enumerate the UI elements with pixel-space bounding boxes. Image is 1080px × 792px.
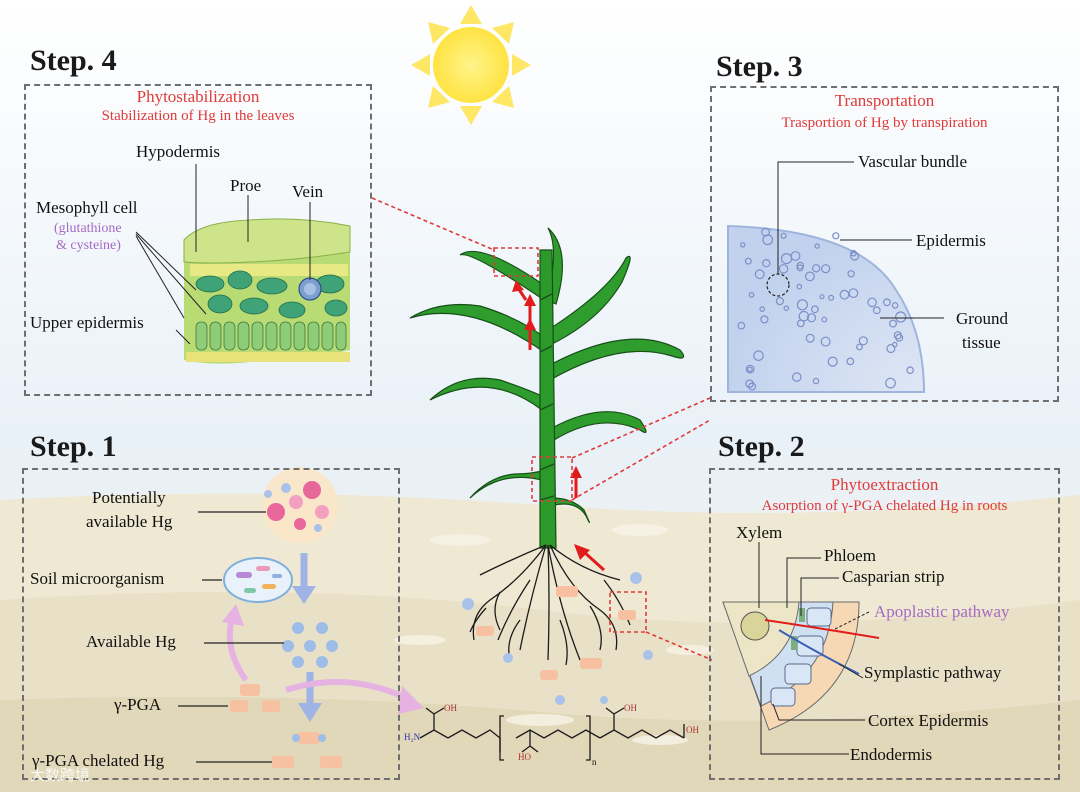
label-hypodermis: Hypodermis <box>136 142 221 161</box>
label-proe: Proe <box>230 176 262 195</box>
chelated-hg-blocks <box>272 732 342 768</box>
watermark: 大数跨境 <box>30 767 91 784</box>
label-pga: γ-PGA <box>114 695 162 714</box>
chem-oh-1: OH <box>444 703 457 713</box>
label-phloem: Phloem <box>824 546 876 565</box>
step4-panel <box>24 84 372 396</box>
process-flow-arrows <box>222 553 424 722</box>
step1-panel <box>22 468 400 780</box>
transportation-subtitle: Trasportion of Hg by transpiration <box>781 115 988 131</box>
label-potentially: Potentially <box>92 488 166 507</box>
step1-leader-lines <box>178 511 284 763</box>
transportation-title: Transportation <box>834 91 935 110</box>
soil-pebbles <box>394 524 714 745</box>
soil-microorganism-icon <box>223 557 293 603</box>
label-ground: Ground <box>956 309 1008 328</box>
step2-heading: Step. 2 <box>718 430 805 463</box>
label-upper-epidermis: Upper epidermis <box>30 313 144 332</box>
plant-stem <box>539 249 557 549</box>
chem-h2n: H₂N <box>404 732 421 742</box>
plant-leaves <box>409 227 685 523</box>
label-casparian-strip: Casparian strip <box>842 567 945 586</box>
chem-n-subscript: n <box>592 757 597 767</box>
step4-heading: Step. 4 <box>30 44 117 77</box>
leaf-cross-section <box>183 218 351 364</box>
label-vascular-bundle: Vascular bundle <box>858 152 968 171</box>
label-available-hg: Available Hg <box>86 632 176 651</box>
phytostabilization-title: Phytostabilization <box>136 87 260 106</box>
phytostabilization-subtitle: Stabilization of Hg in the leaves <box>101 108 295 124</box>
label-endodermis: Endodermis <box>850 745 933 764</box>
chem-oh-3: OH <box>686 725 699 735</box>
label-epidermis: Epidermis <box>916 231 986 250</box>
label-vein: Vein <box>292 182 324 201</box>
zoom-indicators <box>371 197 713 661</box>
stem-leader-lines <box>777 161 944 319</box>
phytoextraction-subtitle: Asorption of γ-PGA chelated Hg in roots <box>761 498 1008 514</box>
label-cysteine: & cysteine) <box>56 238 121 253</box>
step1-heading: Step. 1 <box>30 430 117 463</box>
soil-layer-deep <box>0 696 1080 792</box>
hg-transport-arrows <box>512 280 606 572</box>
label-available-hg-potential: available Hg <box>86 512 173 531</box>
step2-panel <box>709 468 1060 780</box>
available-hg-dots <box>282 622 338 668</box>
stem-cross-section <box>727 224 926 393</box>
root-cross-section <box>722 542 880 755</box>
phytoextraction-title: Phytoextraction <box>830 475 939 494</box>
label-mesophyll: Mesophyll cell <box>36 198 138 217</box>
soil-particles <box>462 572 653 705</box>
chem-ho: HO <box>518 752 531 762</box>
label-apoplastic-pathway: Apoplastic pathway <box>874 602 1010 621</box>
label-tissue: tissue <box>962 333 1001 352</box>
pga-chemical-structure <box>419 707 685 761</box>
label-pga-chelated-hg: γ-PGA chelated Hg <box>32 751 165 770</box>
sun-icon <box>411 5 531 125</box>
stem-nodes <box>539 293 555 501</box>
step3-panel <box>710 86 1059 402</box>
label-xylem: Xylem <box>736 523 783 542</box>
label-soil-microorganism: Soil microorganism <box>30 569 165 588</box>
leaf-leader-lines <box>135 164 311 345</box>
pga-blocks <box>230 684 280 712</box>
label-glutathione: (glutathione <box>54 221 122 236</box>
hg-cluster <box>262 467 338 543</box>
label-symplastic-pathway: Symplastic pathway <box>864 663 1002 682</box>
step3-heading: Step. 3 <box>716 50 803 83</box>
chem-oh-2: OH <box>624 703 637 713</box>
label-cortex-epidermis: Cortex Epidermis <box>868 711 989 730</box>
